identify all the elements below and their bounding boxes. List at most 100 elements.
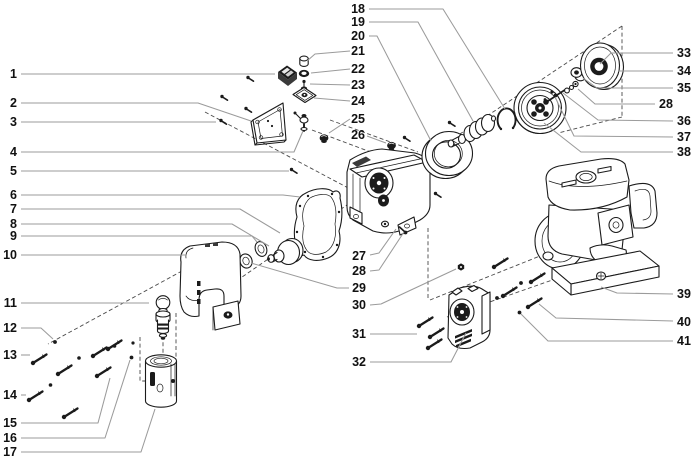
callout-10-label-9: 10 — [3, 248, 17, 262]
callout-40-label-40: 40 — [677, 315, 691, 329]
callout-18-label-17: 18 — [351, 2, 365, 16]
assembly-axis-6 — [329, 119, 419, 153]
part-crankshaft — [446, 113, 497, 148]
callout-6-label-5: 6 — [10, 188, 17, 202]
part-engine — [534, 158, 660, 296]
leader-lines — [21, 8, 674, 453]
callout-32-leader-31 — [370, 332, 467, 363]
callout-20-leader-19 — [369, 35, 432, 142]
callout-28-label-35: 28 — [659, 97, 673, 111]
callout-33-label-32: 33 — [677, 46, 691, 60]
part-bearing-ring — [421, 130, 474, 180]
callout-39-leader-39 — [600, 286, 674, 295]
part-engine-mount-hardware — [490, 257, 546, 315]
callout-4-label-3: 4 — [10, 145, 17, 159]
callout-7-label-6: 7 — [10, 202, 17, 216]
callout-2-leader-1 — [21, 102, 252, 122]
assembly-axis-3 — [557, 116, 623, 134]
callout-28-label-27: 28 — [352, 264, 366, 278]
callout-22-leader-21 — [310, 68, 351, 74]
callout-33-leader-32 — [599, 52, 673, 65]
callout-17-label-16: 17 — [3, 445, 17, 459]
callout-15-label-14: 15 — [3, 416, 17, 430]
callout-27-label-26: 27 — [352, 249, 366, 263]
housing-screws — [398, 135, 442, 235]
part-grommet-25 — [319, 134, 329, 143]
callout-38-label-38: 38 — [677, 145, 691, 159]
part-cylinder — [144, 354, 178, 408]
callout-24-label-23: 24 — [351, 94, 365, 108]
part-seal-9 — [254, 241, 268, 257]
callout-32-label-31: 32 — [352, 355, 366, 369]
callout-6-leader-5 — [21, 194, 301, 198]
callout-26-label-25: 26 — [351, 128, 365, 142]
part-bolt-cluster — [25, 339, 135, 421]
part-gasket — [293, 188, 343, 261]
part-power-switch — [278, 65, 297, 86]
callout-1-label-0: 1 — [10, 67, 17, 81]
callout-8-leader-7 — [21, 223, 270, 247]
callout-36-leader-36 — [562, 92, 674, 122]
part-crank-bearing — [267, 237, 304, 266]
callout-17-leader-16 — [21, 408, 156, 453]
callout-28-leader-35 — [577, 88, 655, 105]
callout-36-label-36: 36 — [677, 114, 691, 128]
callout-21-leader-20 — [306, 50, 351, 62]
callout-13-label-12: 13 — [3, 348, 17, 362]
part-valve-assembly — [155, 295, 171, 340]
callout-38-leader-38 — [543, 122, 673, 153]
callout-15-leader-14 — [21, 377, 111, 424]
callout-39-label-39: 39 — [677, 287, 691, 301]
part-cover-plate — [250, 102, 287, 146]
callout-4-leader-3 — [21, 130, 304, 153]
callout-27-leader-26 — [369, 228, 397, 256]
callout-7-leader-6 — [21, 208, 281, 234]
callout-16-leader-15 — [21, 359, 131, 439]
callout-31-label-30: 31 — [352, 327, 366, 341]
callout-23-leader-22 — [309, 83, 351, 86]
callout-labels: 1234567891011121314151617181920212223242… — [3, 2, 691, 459]
callout-41-label-41: 41 — [677, 334, 691, 348]
callout-8-label-7: 8 — [10, 217, 17, 231]
callout-23-label-22: 23 — [351, 78, 365, 92]
callout-37-leader-37 — [554, 96, 674, 138]
callout-16-label-15: 16 — [3, 431, 17, 445]
part-gear-housing — [346, 148, 431, 236]
callout-9-leader-8 — [21, 235, 258, 243]
callout-22-label-21: 22 — [351, 62, 365, 76]
assembly-axis-8 — [47, 270, 183, 345]
callout-30-label-29: 30 — [352, 298, 366, 312]
part-clutch-hardware — [543, 80, 579, 104]
callout-12-label-11: 12 — [3, 321, 17, 335]
callout-3-label-2: 3 — [10, 115, 17, 129]
callout-9-label-8: 9 — [10, 229, 17, 243]
callout-34-label-33: 34 — [677, 64, 691, 78]
part-pulley — [513, 81, 567, 135]
callout-12-leader-11 — [21, 327, 54, 340]
callout-19-leader-18 — [369, 21, 474, 122]
callout-25-label-24: 25 — [351, 112, 365, 126]
callout-28-leader-27 — [369, 231, 405, 272]
callout-29-label-28: 29 — [352, 281, 366, 295]
callout-35-leader-34 — [582, 77, 673, 89]
part-grommet-26 — [387, 141, 396, 151]
callout-14-label-13: 14 — [3, 388, 17, 402]
callout-25-leader-24 — [328, 118, 351, 134]
part-pump-head — [179, 241, 242, 331]
callout-20-label-19: 20 — [351, 29, 365, 43]
part-clutch-disc — [579, 42, 625, 91]
callout-11-label-10: 11 — [4, 296, 17, 310]
callout-5-label-4: 5 — [10, 164, 17, 178]
callout-24-leader-23 — [313, 97, 351, 102]
callout-2-label-1: 2 — [10, 96, 17, 110]
part-valve-stack — [292, 55, 317, 104]
part-retaining-ring — [496, 107, 517, 131]
callout-40-leader-40 — [538, 303, 674, 322]
callout-37-label-37: 37 — [677, 130, 691, 144]
callout-41-leader-41 — [520, 313, 673, 342]
callout-21-label-20: 21 — [351, 44, 365, 58]
callout-18-leader-17 — [369, 8, 506, 110]
callout-29-leader-28 — [250, 262, 349, 289]
